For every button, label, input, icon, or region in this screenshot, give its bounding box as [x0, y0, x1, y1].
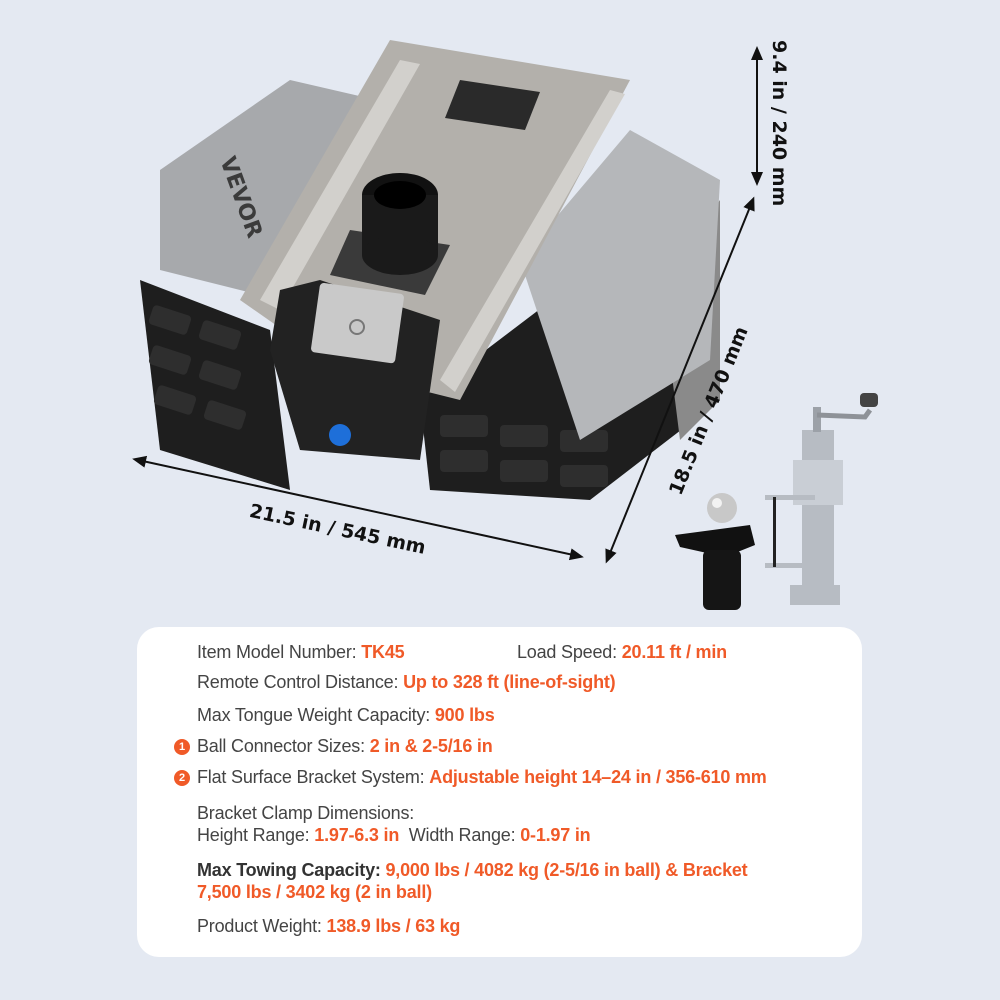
spec-bracket-system: Flat Surface Bracket System: Adjustable …: [197, 767, 767, 787]
spec-model: Item Model Number: TK45: [197, 642, 405, 662]
spec-load-speed: Load Speed: 20.11 ft / min: [517, 642, 727, 662]
spec-product-weight: Product Weight: 138.9 lbs / 63 kg: [197, 916, 461, 936]
spec-ball-sizes: Ball Connector Sizes: 2 in & 2-5/16 in: [197, 736, 493, 756]
height-dimension-label: 9.4 in / 240 mm: [768, 40, 790, 207]
spec-clamp-title: Bracket Clamp Dimensions:: [197, 803, 415, 823]
left-track: [140, 280, 290, 490]
spec-card: Item Model Number: TK45 Load Speed: 20.1…: [137, 627, 862, 957]
badge-2-icon: 2: [174, 770, 190, 786]
spec-clamp-ranges: Height Range: 1.97-6.3 in Width Range: 0…: [197, 825, 591, 845]
ball-connector-accessory: [675, 393, 878, 610]
spec-tongue-weight: Max Tongue Weight Capacity: 900 lbs: [197, 705, 495, 725]
spec-remote-distance: Remote Control Distance: Up to 328 ft (l…: [197, 672, 616, 692]
badge-1-icon: 1: [174, 739, 190, 755]
spec-towing-capacity-line2: 7,500 lbs / 3402 kg (2 in ball): [197, 882, 432, 902]
spec-towing-capacity: Max Towing Capacity: 9,000 lbs / 4082 kg…: [197, 860, 748, 880]
